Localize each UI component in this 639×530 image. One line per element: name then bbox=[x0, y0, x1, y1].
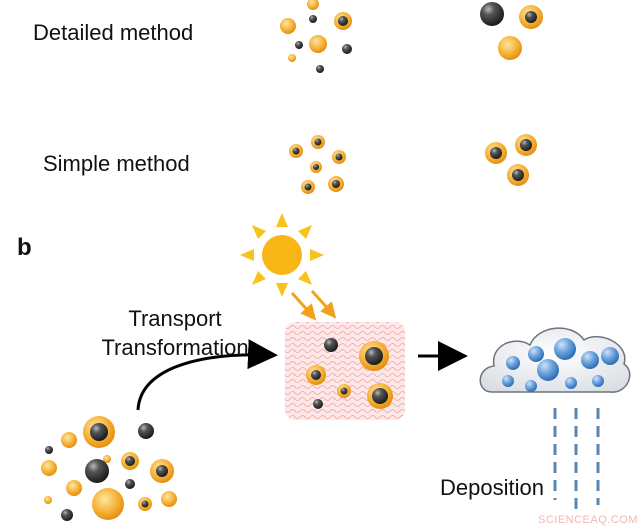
transport-label: Transport bbox=[128, 306, 222, 331]
emission-particles bbox=[41, 416, 177, 521]
simple-group-right bbox=[485, 134, 537, 186]
detailed-group-right bbox=[480, 2, 543, 60]
panel-label-b: b bbox=[17, 234, 32, 261]
transformation-label: Transformation bbox=[101, 335, 249, 360]
haze-box bbox=[285, 322, 405, 420]
detailed-group-left bbox=[280, 0, 352, 73]
rain-icon bbox=[553, 408, 600, 510]
detailed-method-label: Detailed method bbox=[33, 20, 194, 45]
watermark: SCIENCEAQ.COM bbox=[538, 514, 639, 526]
deposition-label: Deposition bbox=[440, 475, 544, 500]
sun-rays-arrows bbox=[290, 289, 337, 321]
transport-arrow bbox=[136, 339, 278, 411]
simple-method-label: Simple method bbox=[43, 151, 190, 176]
simple-group-left bbox=[289, 135, 346, 194]
cloud-icon bbox=[479, 327, 631, 393]
sun-icon bbox=[240, 213, 324, 297]
